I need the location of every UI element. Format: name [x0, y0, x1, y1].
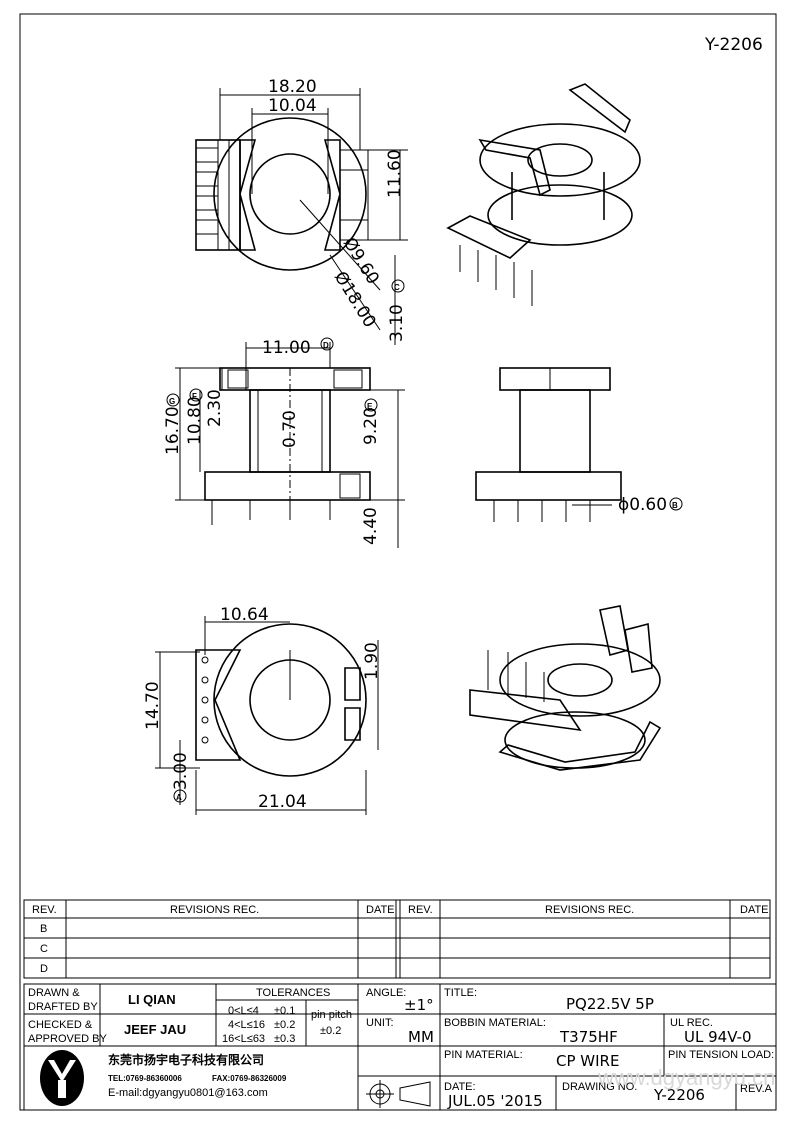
drawn-by: LI QIAN: [128, 992, 176, 1007]
tolerances-label: TOLERANCES: [256, 987, 330, 999]
side-view: 11.00 D 16.70 G 10.80 F 2.30 0.70 9.20 E…: [163, 337, 405, 548]
date-header-left: DATE: [366, 904, 395, 916]
top-view: 18.20 10.04 11.60 Ø9.60 Ø18.00 3.10 C: [195, 77, 408, 345]
top-outer-circle: [213, 117, 367, 271]
checked-by: JEEF JAU: [124, 1022, 186, 1037]
revisions-header-left: REVISIONS REC.: [170, 904, 259, 916]
checked-label-1: CHECKED &: [28, 1019, 93, 1031]
dim-height-inner: 10.80: [185, 396, 205, 445]
dim-flange: 2.30: [205, 389, 225, 427]
dim-mid-width: 11.00: [262, 338, 311, 358]
watermark: www.dgyangyu.cn: [597, 1065, 775, 1090]
drawn-label-1: DRAWN &: [28, 987, 80, 999]
drawing-no-label: DRAWING NO.: [562, 1081, 637, 1093]
mark-c: C: [394, 283, 400, 292]
bobbin-value: T375HF: [559, 1028, 618, 1046]
title-value: PQ22.5V 5P: [566, 995, 654, 1013]
ul-label: UL REC.: [670, 1017, 713, 1029]
dim-height-total: 16.70: [163, 406, 183, 455]
rev-a-label: REV.A: [740, 1083, 773, 1095]
drawing-code: Y-2206: [704, 35, 763, 55]
checked-label-2: APPROVED BY: [28, 1033, 108, 1045]
rev-row-b: B: [40, 923, 47, 935]
angle-value: ±1°: [404, 996, 434, 1014]
bobbin-label: BOBBIN MATERIAL:: [444, 1017, 546, 1029]
drawing-no-value: Y-2206: [653, 1086, 705, 1104]
dim-pin-spacing: 3.00: [171, 752, 191, 790]
dim-pin-dia: ϕ0.60: [618, 495, 667, 515]
pin-mat-label: PIN MATERIAL:: [444, 1049, 523, 1061]
mark-a: A: [176, 793, 182, 802]
dim-bottom-height: 14.70: [143, 681, 163, 730]
unit-value: MM: [408, 1028, 434, 1046]
dim-top-height: 11.60: [385, 149, 405, 198]
date-label: DATE:: [444, 1081, 476, 1093]
tol-range-1: 0<L≤4: [228, 1005, 259, 1017]
pin-pitch-value: ±0.2: [320, 1025, 341, 1037]
tol-value-3: ±0.3: [274, 1033, 295, 1045]
bottom-view: 10.64 14.70 1.90 3.00 A 21.04: [143, 605, 382, 815]
iso-view-bottom: [469, 605, 662, 771]
tol-value-1: ±0.1: [274, 1005, 295, 1017]
pin-tension-label: PIN TENSION LOAD:: [668, 1049, 774, 1061]
front-view: ϕ0.60 B: [475, 367, 683, 522]
tol-value-2: ±0.2: [274, 1019, 295, 1031]
dim-pin-length: 4.40: [361, 507, 381, 545]
dim-bottom-offset: 10.64: [220, 605, 269, 625]
mark-f: F: [192, 392, 197, 401]
mark-b: B: [672, 501, 678, 510]
dim-top-width: 18.20: [268, 77, 317, 97]
company-tel: TEL:0769-86360006: [108, 1074, 182, 1083]
revisions-header-right: REVISIONS REC.: [545, 904, 634, 916]
company-email: E-mail:dgyangyu0801@163.com: [108, 1087, 268, 1099]
date-value: JUL.05 '2015: [447, 1092, 543, 1110]
pin-pitch-label: pin pitch: [311, 1009, 352, 1021]
tol-range-2: 4<L≤16: [228, 1019, 265, 1031]
dim-wall: 0.70: [280, 410, 300, 448]
dim-core-height: 9.20: [361, 407, 381, 445]
drawn-label-2: DRAFTED BY: [28, 1001, 98, 1013]
rev-header-right: REV.: [408, 904, 433, 916]
dim-bottom-gap: 1.90: [362, 642, 382, 680]
pin-mat-value: CP WIRE: [556, 1052, 619, 1070]
tol-range-3: 16<L≤63: [222, 1033, 265, 1045]
unit-label: UNIT:: [366, 1017, 394, 1029]
mark-d: D: [323, 341, 329, 350]
ul-value: UL 94V-0: [684, 1028, 752, 1046]
mark-g: G: [169, 397, 175, 406]
mark-e: E: [367, 402, 373, 411]
date-header-right: DATE: [740, 904, 769, 916]
dim-top-inner: 10.04: [268, 96, 317, 116]
top-inner-circle: [249, 153, 331, 235]
dim-right-offset: 3.10: [387, 304, 407, 342]
company-name: 东莞市扬宇电子科技有限公司: [108, 1052, 264, 1067]
rev-row-d: D: [40, 963, 48, 975]
title-label: TITLE:: [444, 987, 477, 999]
company-fax: FAX:0769-86326009: [212, 1074, 287, 1083]
rev-header-left: REV.: [32, 904, 57, 916]
iso-view-top: [446, 83, 641, 306]
company-logo: [40, 1050, 84, 1106]
rev-row-c: C: [40, 943, 48, 955]
angle-label: ANGLE:: [366, 987, 406, 999]
title-block: REV. REVISIONS REC. DATE REV. REVISIONS …: [23, 899, 777, 1111]
dim-bottom-width: 21.04: [258, 792, 307, 812]
